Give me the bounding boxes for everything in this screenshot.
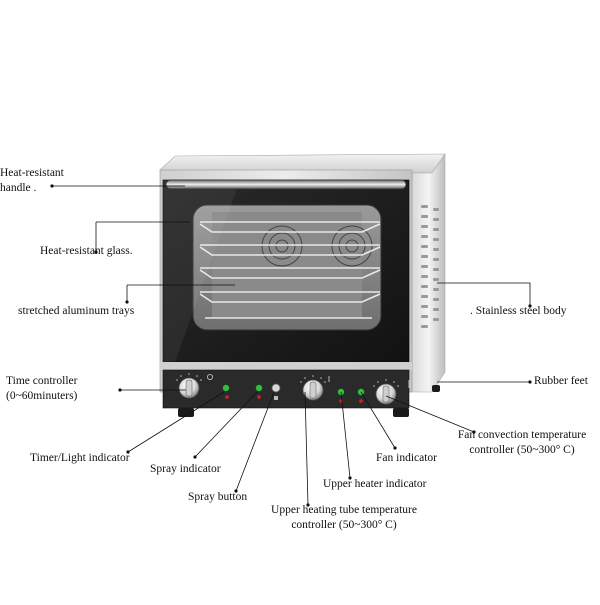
label-upper-heater-indicator: Upper heater indicator: [323, 478, 427, 490]
label-fan-indicator: Fan indicator: [376, 452, 437, 464]
leader-dots: [50, 184, 532, 507]
label-upper-heating-tube-temperature-controller: Upper heating tube temperature controlle…: [271, 504, 417, 531]
knob-icon: [178, 377, 397, 405]
oven-side-panel: [411, 153, 446, 393]
panel-arrows: [328, 376, 410, 388]
label-spray-button: Spray button: [188, 491, 248, 503]
label-stainless-steel-body: . Stainless steel body: [470, 305, 567, 317]
spray-button-cap: [274, 396, 278, 400]
light-icon: [206, 373, 213, 380]
label-rubber-feet: Rubber feet: [534, 375, 588, 387]
label-heat-resistant-handle: Heat-resistant handle .: [0, 167, 64, 194]
label-heat-resistant-glass: Heat-resistant glass.: [40, 245, 133, 257]
label-fan-convection-temperature-controller: Fan convection temperature controller (5…: [457, 429, 587, 456]
label-timer-light-indicator: Timer/Light indicator: [30, 452, 130, 464]
label-time-controller: Time controller (0~60minuters): [6, 375, 78, 402]
control-panel: [162, 369, 410, 409]
fan-icon: [261, 225, 373, 267]
glass-reflection: [163, 180, 240, 362]
label-spray-indicator: Spray indicator: [150, 463, 221, 475]
leader-lines: [52, 185, 531, 506]
door-handle: [165, 179, 407, 190]
knob-scale: [176, 373, 399, 387]
label-stretched-aluminum-trays: stretched aluminum trays: [18, 305, 135, 317]
tray-icon: [199, 221, 381, 319]
control-panel-trim: [160, 362, 412, 370]
rubber-feet: [178, 385, 440, 417]
spray-button-shape: [271, 383, 281, 393]
side-vents: [421, 205, 439, 328]
